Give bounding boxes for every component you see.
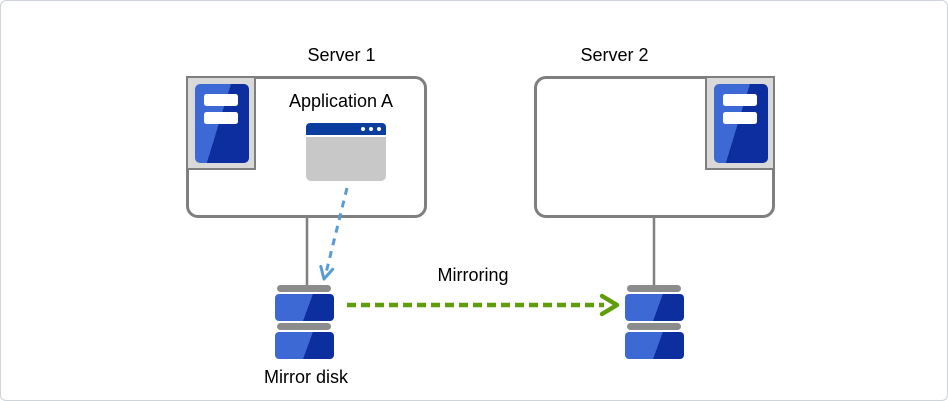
- window-dot-icon: [368, 126, 373, 131]
- disk-platter: [275, 332, 334, 359]
- app-window-titlebar: [306, 123, 386, 135]
- app-window-body: [306, 137, 386, 181]
- server2-label: Server 2: [580, 45, 649, 65]
- disk-cap: [277, 285, 331, 292]
- window-dot-icon: [376, 126, 381, 131]
- window-dot-icon: [360, 126, 365, 131]
- server-tower-icon: [186, 76, 256, 170]
- tower-body: [714, 84, 768, 163]
- tower-slot: [723, 112, 757, 124]
- mirroring-label: Mirroring: [437, 265, 509, 285]
- tower-slot: [204, 94, 238, 106]
- mirroring-arrow: [347, 293, 620, 317]
- disk-platter: [625, 294, 684, 321]
- disk-cap: [627, 285, 681, 292]
- mirror-disk-label: Mirror disk: [264, 367, 348, 387]
- server-tower-icon: [705, 76, 775, 170]
- disk-platter: [625, 332, 684, 359]
- disk-cap: [627, 323, 681, 330]
- disk-cap: [277, 323, 331, 330]
- tower-body: [195, 84, 249, 163]
- application-label: Application A: [288, 91, 394, 111]
- disk-platter: [275, 294, 334, 321]
- tower-slot: [723, 94, 757, 106]
- server1-label: Server 1: [307, 45, 376, 65]
- app-window-icon: [306, 123, 386, 181]
- app-window-buttons: [360, 126, 381, 131]
- tower-slot: [204, 112, 238, 124]
